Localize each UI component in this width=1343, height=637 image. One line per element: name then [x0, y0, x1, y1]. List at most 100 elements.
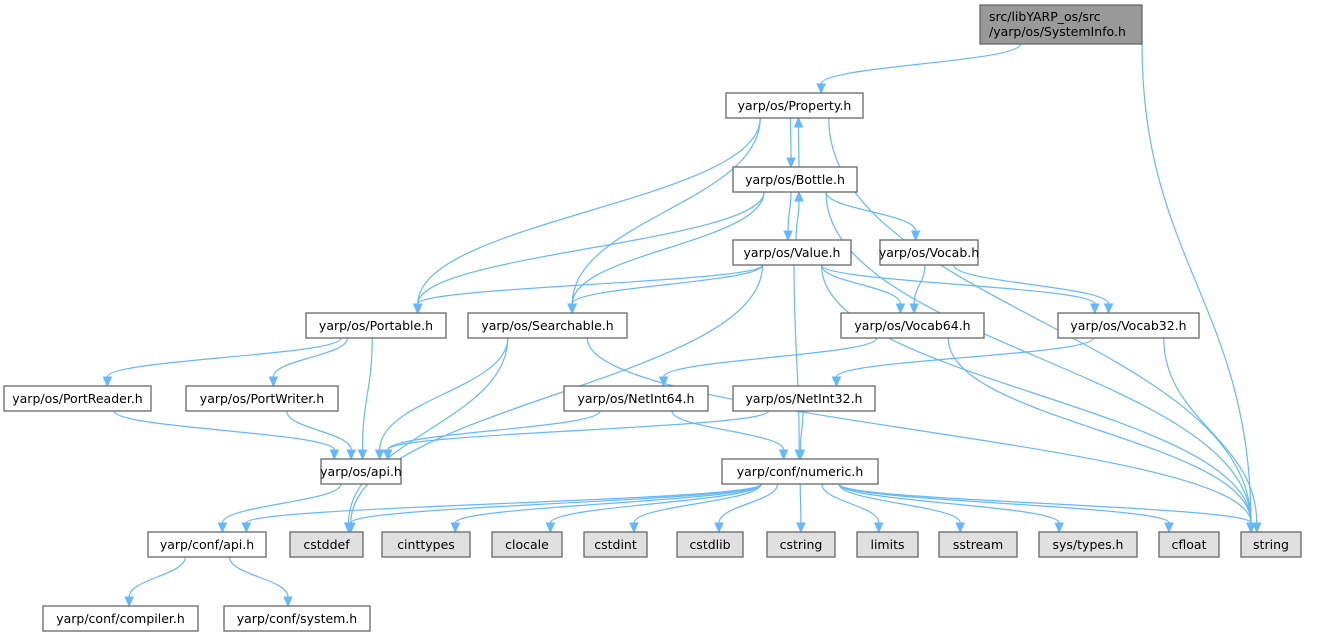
arrowhead-icon [1246, 522, 1256, 534]
edge-2-to-3 [787, 191, 792, 232]
edge-14-to-23 [838, 483, 961, 524]
arrowhead-icon [778, 449, 789, 461]
arrowhead-icon [346, 449, 356, 461]
node-label: yarp/os/Vocab64.h [854, 318, 970, 333]
node-sys-types-h: sys/types.h [1038, 531, 1138, 558]
node-cinttypes: cinttypes [381, 531, 471, 558]
node-yarp-conf-compiler-h[interactable]: yarp/conf/compiler.h [42, 605, 199, 632]
node-box [725, 92, 864, 119]
node-label: yarp/conf/compiler.h [56, 611, 185, 626]
node-box [732, 166, 858, 193]
edge-1-to-6 [571, 117, 761, 305]
node-yarp-conf-system-h[interactable]: yarp/conf/system.h [223, 605, 371, 632]
node-box [223, 605, 371, 632]
arrowhead-icon [783, 230, 793, 242]
node-yarp-conf-numeric-h[interactable]: yarp/conf/numeric.h [721, 458, 879, 485]
node-label: yarp/os/Vocab32.h [1070, 318, 1186, 333]
node-box [1240, 531, 1302, 558]
edge-14-to-25 [838, 483, 1170, 524]
edge-9-to-13 [113, 410, 335, 451]
node-yarp-os-searchable-h[interactable]: yarp/os/Searchable.h [467, 312, 628, 339]
node-yarp-os-portable-h[interactable]: yarp/os/Portable.h [305, 312, 447, 339]
node-box [840, 312, 985, 339]
edge-3-to-2 [795, 200, 800, 241]
edge-10-to-13 [286, 410, 352, 451]
arrowhead-icon [795, 449, 806, 461]
node-box [732, 239, 852, 266]
node-yarp-os-portreader-h[interactable]: yarp/os/PortReader.h [3, 385, 152, 412]
arrowhead-icon [909, 303, 919, 315]
node-yarp-os-api-h[interactable]: yarp/os/api.h [320, 458, 402, 485]
arrowhead-icon [217, 522, 228, 534]
node-cstdint: cstdint [583, 531, 648, 558]
node-label: yarp/os/Bottle.h [745, 172, 845, 187]
arrowhead-icon [283, 596, 293, 608]
arrowhead-icon [816, 83, 826, 95]
node-yarp-os-netint64-h[interactable]: yarp/os/NetInt64.h [563, 385, 709, 412]
nodes-layer: src/libYARP_os/src/yarp/os/SystemInfo.hy… [3, 4, 1302, 632]
node-label: yarp/os/Searchable.h [481, 318, 613, 333]
node-yarp-os-portwriter-h[interactable]: yarp/os/PortWriter.h [185, 385, 339, 412]
node-label: yarp/os/api.h [320, 464, 402, 479]
edge-0-to-26 [1141, 43, 1252, 524]
arrowhead-icon [793, 116, 804, 128]
arrowhead-icon [450, 522, 461, 534]
node-label: yarp/os/Value.h [744, 245, 841, 260]
arrowhead-icon [329, 449, 340, 461]
edge-6-to-26 [586, 337, 1252, 524]
node-string: string [1240, 531, 1302, 558]
node-label: yarp/os/NetInt32.h [746, 391, 863, 406]
node-box [467, 312, 628, 339]
node-cstdlib: cstdlib [676, 531, 744, 558]
node-cstddef: cstddef [289, 531, 364, 558]
arrowhead-icon [567, 303, 577, 315]
node-box [979, 4, 1143, 45]
arrowhead-icon [374, 449, 385, 461]
node-box [1038, 531, 1138, 558]
node-box [676, 531, 744, 558]
arrowhead-icon [1251, 522, 1262, 534]
node-box [320, 458, 402, 485]
node-cstring: cstring [766, 531, 836, 558]
edge-12-to-13 [387, 410, 770, 451]
node-box [381, 531, 471, 558]
node-label: sstream [953, 537, 1003, 552]
arrowhead-icon [786, 157, 796, 169]
node-yarp-os-property-h[interactable]: yarp/os/Property.h [725, 92, 864, 119]
node-label: yarp/os/Portable.h [319, 318, 433, 333]
arrowhead-icon [629, 522, 639, 534]
edge-3-to-6 [571, 264, 764, 305]
node-label: cstring [780, 537, 823, 552]
edge-14-to-26 [838, 483, 1252, 524]
node-src-libyarp-os-src-yarp-os-systeminfo-h[interactable]: src/libYARP_os/src/yarp/os/SystemInfo.h [979, 4, 1143, 45]
node-yarp-os-netint32-h[interactable]: yarp/os/NetInt32.h [732, 385, 876, 412]
node-yarp-os-bottle-h[interactable]: yarp/os/Bottle.h [732, 166, 858, 193]
edge-5-to-10 [272, 337, 349, 378]
edge-0-to-1 [820, 43, 1022, 85]
node-yarp-conf-api-h[interactable]: yarp/conf/api.h [147, 531, 267, 558]
node-yarp-os-vocab64-h[interactable]: yarp/os/Vocab64.h [840, 312, 985, 339]
edge-14-to-17 [454, 483, 762, 524]
node-box [879, 239, 979, 266]
node-yarp-os-vocab-h[interactable]: yarp/os/Vocab.h [879, 239, 979, 266]
node-label: yarp/os/PortReader.h [12, 391, 142, 406]
arrowhead-icon [1164, 522, 1174, 534]
edges-layer [102, 43, 1262, 608]
node-label: /yarp/os/SystemInfo.h [989, 24, 1126, 39]
node-box [856, 531, 919, 558]
edge-15-to-27 [128, 556, 186, 598]
node-box [1158, 531, 1220, 558]
arrowhead-icon [241, 522, 252, 534]
edge-3-to-8 [820, 264, 1096, 305]
edge-15-to-28 [228, 556, 289, 598]
node-label: yarp/os/Vocab.h [879, 245, 979, 260]
node-box [42, 605, 199, 632]
arrowhead-icon [412, 303, 423, 315]
node-yarp-os-vocab32-h[interactable]: yarp/os/Vocab32.h [1057, 312, 1200, 339]
node-yarp-os-value-h[interactable]: yarp/os/Value.h [732, 239, 852, 266]
arrowhead-icon [955, 522, 965, 534]
node-label: yarp/os/PortWriter.h [200, 391, 324, 406]
node-label: yarp/conf/api.h [160, 537, 254, 552]
arrowhead-icon [1054, 522, 1064, 534]
node-box [305, 312, 447, 339]
